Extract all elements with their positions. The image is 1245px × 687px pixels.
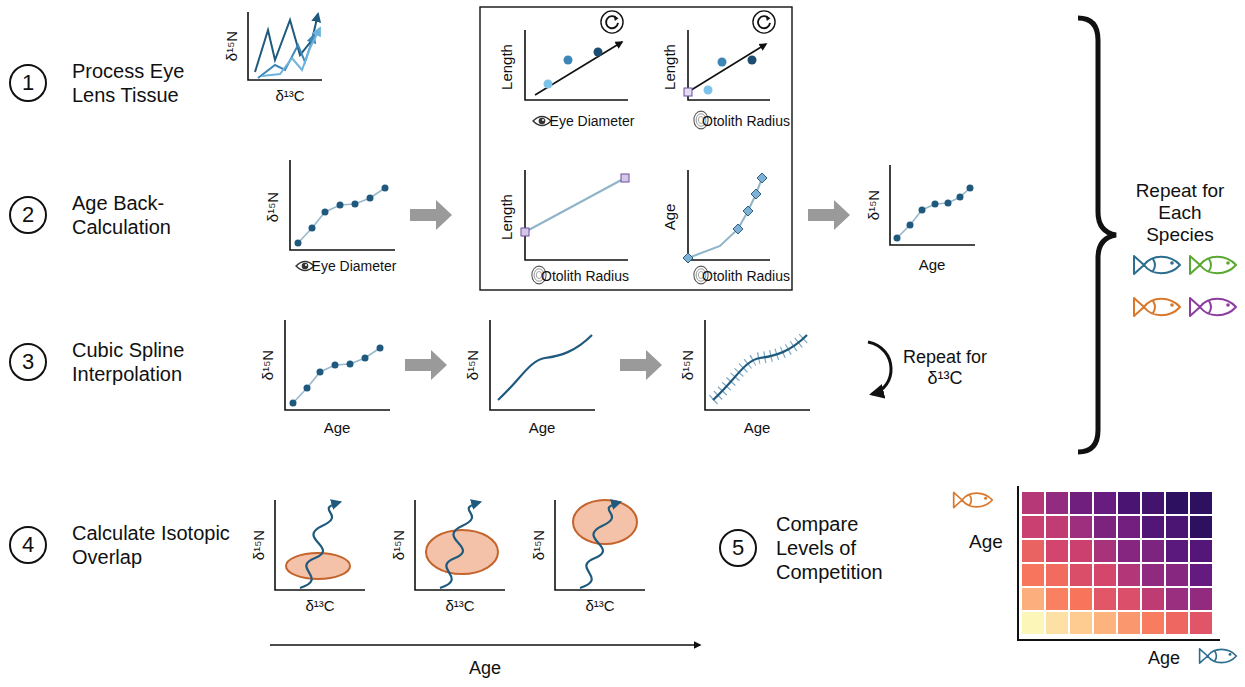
axis-label-vertical: Length [661, 44, 678, 90]
step-heading: Cubic Spline Interpolation [72, 338, 202, 386]
axis-label-vertical: δ¹⁵N [530, 530, 547, 560]
axis-label: Otolith Radius [541, 268, 629, 284]
axis-label: Age [529, 419, 556, 436]
step-circle: 4 [9, 526, 47, 564]
axis-label-vertical: δ¹⁵N [259, 350, 276, 380]
step-circle: 1 [9, 64, 47, 102]
axis-label-vertical: Length [498, 194, 515, 240]
axis-label: Age [744, 419, 771, 436]
axis-label: Otolith Radius [702, 113, 790, 129]
axis-label: Eye Diameter [550, 113, 635, 129]
axis-label: δ¹³C [585, 597, 614, 614]
axis-label: Age [469, 658, 501, 679]
axis-label-vertical: δ¹⁵N [390, 530, 407, 560]
step-number: 5 [732, 535, 744, 561]
step-heading: Process Eye Lens Tissue [72, 59, 202, 107]
axis-label: Repeat for δ¹³C [899, 347, 991, 388]
step-node: 5 Compare Levels of Competition [719, 512, 906, 584]
axis-label-vertical: δ¹⁵N [223, 31, 240, 61]
axis-label-vertical: δ¹⁵N [250, 530, 267, 560]
step-node: 2 Age Back-Calculation [9, 191, 197, 239]
step-heading: Compare Levels of Competition [776, 512, 906, 584]
axis-label: Otolith Radius [702, 268, 790, 284]
axis-label-vertical: δ¹⁵N [264, 192, 281, 222]
axis-label: δ¹³C [275, 87, 304, 104]
axis-label-vertical: Length [498, 44, 515, 90]
axis-label-vertical: δ¹⁵N [865, 190, 882, 220]
step-number: 3 [22, 349, 34, 375]
axis-label: Eye Diameter [312, 258, 397, 274]
step-circle: 3 [9, 343, 47, 381]
step-heading: Age Back-Calculation [72, 191, 197, 239]
step-number: 4 [22, 532, 34, 558]
axis-label: Age [1148, 648, 1180, 669]
axis-label: Age [969, 531, 1003, 553]
step-heading: Calculate Isotopic Overlap [72, 521, 237, 569]
step-number: 2 [22, 202, 34, 228]
step-number: 1 [22, 70, 34, 96]
axis-label: Repeat for Each Species [1124, 180, 1236, 246]
axis-label-vertical: δ¹⁵N [679, 350, 696, 380]
axis-label: δ¹³C [445, 597, 474, 614]
step-node: 3 Cubic Spline Interpolation [9, 338, 202, 386]
axis-label-vertical: Age [661, 204, 678, 231]
axis-label: δ¹³C [305, 597, 334, 614]
axis-label: Age [919, 256, 946, 273]
axis-label-vertical: δ¹⁵N [464, 350, 481, 380]
step-circle: 2 [9, 196, 47, 234]
step-circle: 5 [719, 529, 757, 567]
axis-label: Age [324, 419, 351, 436]
step-node: 4 Calculate Isotopic Overlap [9, 521, 237, 569]
step-node: 1 Process Eye Lens Tissue [9, 59, 202, 107]
